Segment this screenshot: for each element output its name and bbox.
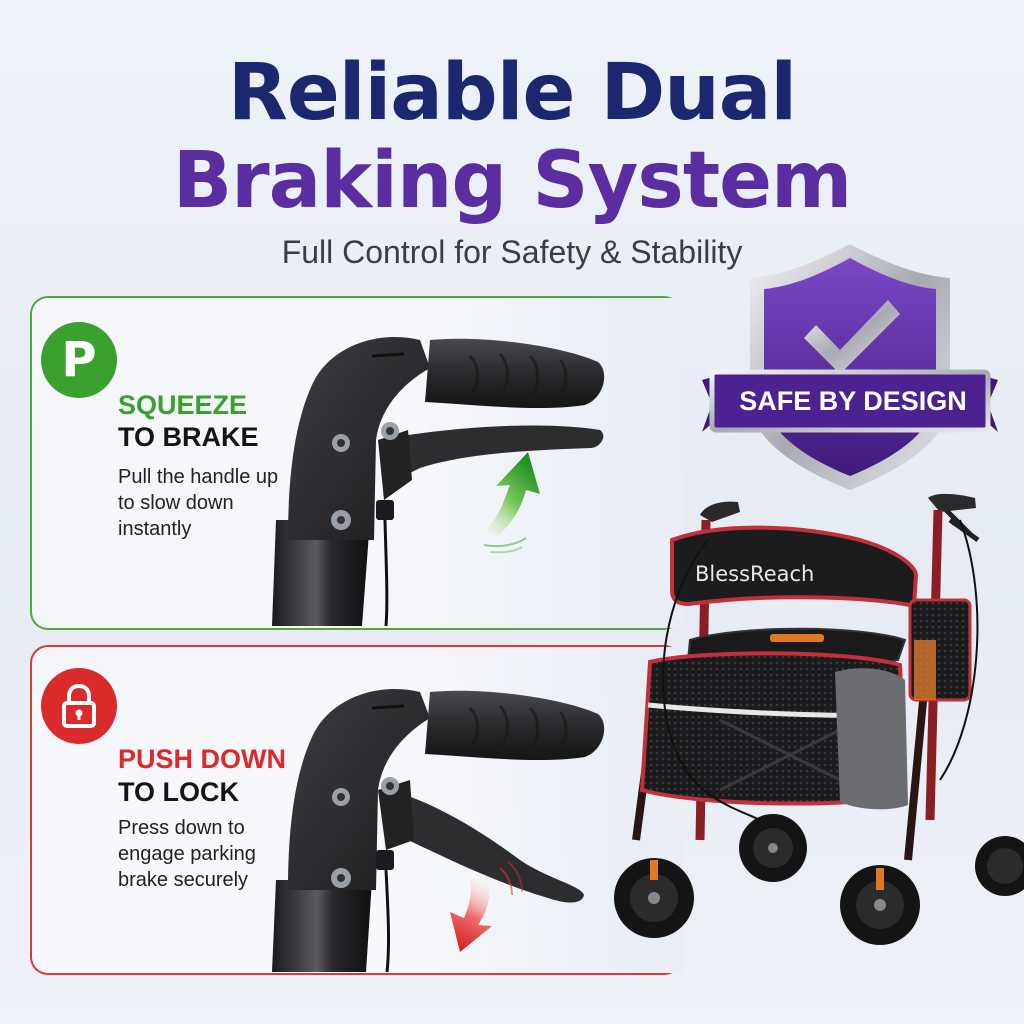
brand-logo-text: BlessReach (695, 562, 815, 586)
squeeze-heading: SQUEEZE (118, 390, 248, 420)
page-title-line2: Braking System (172, 136, 853, 226)
push-down-arrow-icon (450, 861, 523, 952)
brake-handle-squeeze (272, 337, 605, 627)
push-down-heading: PUSH DOWN (118, 744, 286, 774)
rollator-walker-image (614, 493, 1024, 945)
page-title-line1: Reliable Dual (227, 48, 797, 138)
brake-handle-lock (272, 689, 605, 973)
checkmark-icon (804, 300, 900, 374)
parking-p-icon: P (41, 322, 117, 398)
padlock-icon (41, 668, 117, 744)
page-subtitle: Full Control for Safety & Stability (281, 234, 743, 270)
lock-description: Press down to engage parking brake secur… (118, 817, 256, 891)
to-brake-heading: TO BRAKE (118, 422, 259, 452)
squeeze-up-arrow-icon (483, 452, 540, 554)
shield-label: SAFE BY DESIGN (739, 386, 967, 416)
safe-by-design-shield (702, 244, 998, 490)
to-lock-heading: TO LOCK (118, 777, 239, 807)
squeeze-description: Pull the handle up to slow down instantl… (118, 466, 279, 540)
